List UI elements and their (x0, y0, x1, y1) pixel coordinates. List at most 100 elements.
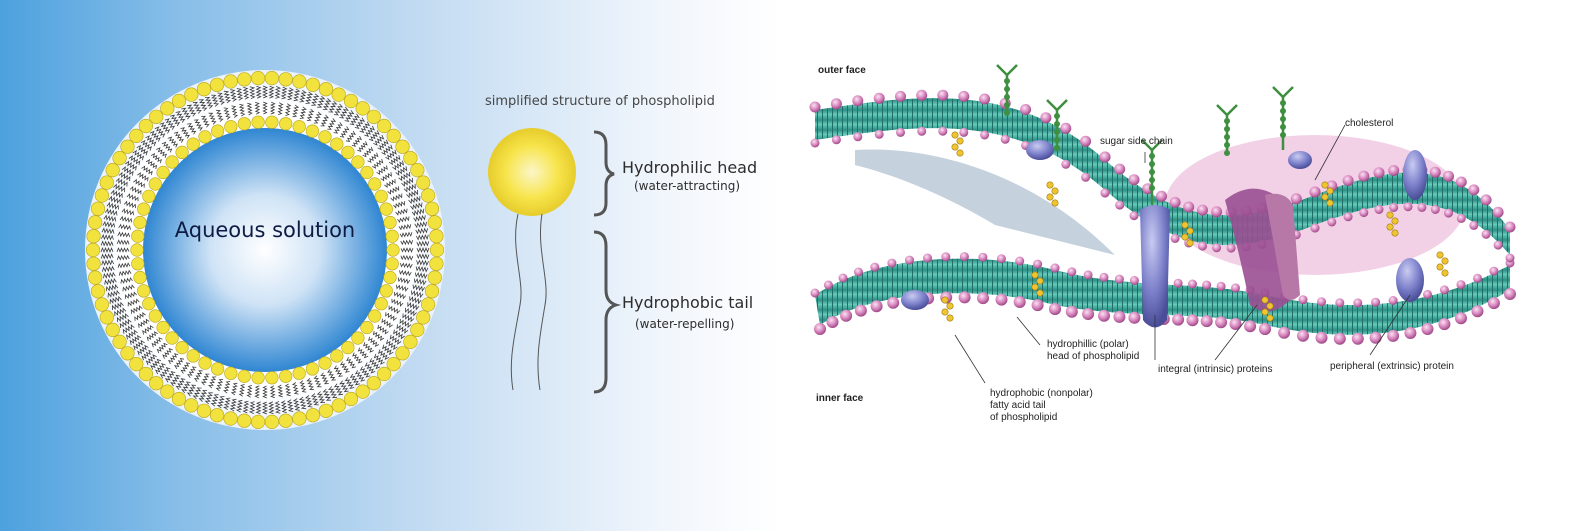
head-brace (593, 130, 615, 217)
membrane-head (840, 309, 853, 322)
membrane-head (1020, 104, 1032, 115)
membrane-head (977, 292, 989, 305)
lipid-head (279, 369, 293, 383)
lipid-head (148, 309, 162, 323)
lipid-head (175, 145, 189, 159)
membrane-head (1061, 159, 1071, 169)
protein-left (901, 290, 929, 310)
lipid-head (421, 297, 436, 312)
cholesterol-bead (1031, 271, 1039, 279)
membrane-head (854, 304, 867, 317)
lipid-head (224, 120, 238, 134)
membrane-head (1156, 190, 1167, 202)
lipid-head (142, 297, 156, 311)
lipid-head (142, 189, 156, 203)
lipid-head (131, 229, 145, 243)
membrane-head (1493, 240, 1503, 250)
lipid-head (237, 413, 252, 428)
lipid-head (99, 175, 114, 190)
membrane-head (1504, 221, 1516, 233)
cholesterol-bead (1181, 221, 1189, 229)
sugar-bead (1054, 121, 1060, 127)
lipid-head (160, 384, 175, 399)
lipid-head (138, 366, 153, 382)
membrane-head (1317, 297, 1326, 307)
membrane-head (980, 130, 990, 140)
membrane-head (1438, 318, 1451, 331)
lipid-head (331, 87, 346, 102)
cholesterol-bead (946, 314, 954, 322)
peripheral-protein (1396, 258, 1424, 302)
lipid-head (379, 284, 393, 298)
membrane-head (1229, 318, 1242, 330)
membrane-head (1114, 163, 1126, 175)
sugar-bead (1224, 150, 1230, 156)
membrane-head (1429, 166, 1441, 178)
lipid-head (237, 72, 252, 87)
sugar-bead (1280, 116, 1286, 122)
sugar-bead (1004, 78, 1010, 84)
membrane-head (826, 316, 839, 328)
lipid-head (112, 150, 127, 166)
lipid-head (171, 93, 187, 109)
lipid-head (377, 118, 392, 134)
lipid-head (223, 74, 238, 89)
membrane-head (937, 89, 949, 101)
sugar-bead (1280, 100, 1286, 106)
membrane-head (1244, 320, 1257, 333)
lipid-head (360, 165, 374, 180)
lipid-head (386, 357, 401, 372)
cholesterol-bead (1186, 227, 1194, 235)
lipid-head (368, 309, 382, 323)
membrane-head (958, 90, 970, 102)
lipid-head (395, 139, 410, 154)
lipid-head (305, 124, 319, 138)
sugar-bead (1149, 153, 1155, 159)
sugar-bead (1224, 142, 1230, 148)
sugar-bead (1280, 132, 1286, 138)
membrane-head (852, 95, 864, 107)
lipid-head (377, 366, 392, 382)
membrane-head (1469, 220, 1479, 230)
lipid-head (305, 362, 319, 376)
membrane-head (1443, 170, 1454, 182)
lipid-head (395, 346, 410, 361)
lipid-head (120, 139, 135, 154)
lipid-head (149, 376, 164, 391)
membrane-head (1278, 326, 1291, 339)
lipid-head (366, 376, 381, 391)
membrane-head (1060, 122, 1072, 134)
lipid-head (186, 349, 200, 363)
lipid-head (331, 398, 346, 413)
lipid-head (279, 117, 293, 131)
lipid-head (410, 322, 425, 338)
lipid-head (330, 349, 344, 363)
membrane-head (1455, 312, 1467, 325)
membrane-head (1100, 188, 1110, 198)
cholesterol-bead (941, 308, 949, 316)
cholesterol-bead (1046, 181, 1054, 189)
outer-face-label: outer face (818, 65, 866, 76)
membrane-head (1115, 200, 1125, 210)
lipid-head (427, 270, 442, 285)
sugar-side-chain-label: sugar side chain (1100, 136, 1173, 147)
lipid-head (330, 137, 344, 151)
lipid-head (251, 414, 266, 430)
cholesterol-bead (956, 137, 964, 145)
lipid-head (99, 310, 114, 325)
cholesterol-bead (941, 296, 949, 304)
protein-upper (1026, 140, 1054, 160)
cholesterol-bead (946, 302, 954, 310)
lipid-head (86, 229, 101, 244)
membrane-head (1000, 134, 1010, 144)
lipid-head (133, 270, 147, 285)
lipid-head (368, 177, 382, 191)
membrane-head (1015, 256, 1025, 266)
lipid-head (90, 284, 106, 299)
membrane-head (823, 280, 833, 290)
lipid-head (131, 257, 145, 271)
lipid-head (184, 87, 199, 102)
membrane-head (1327, 217, 1337, 227)
lipid-head (305, 77, 320, 92)
upper-bilayer (815, 98, 1510, 255)
